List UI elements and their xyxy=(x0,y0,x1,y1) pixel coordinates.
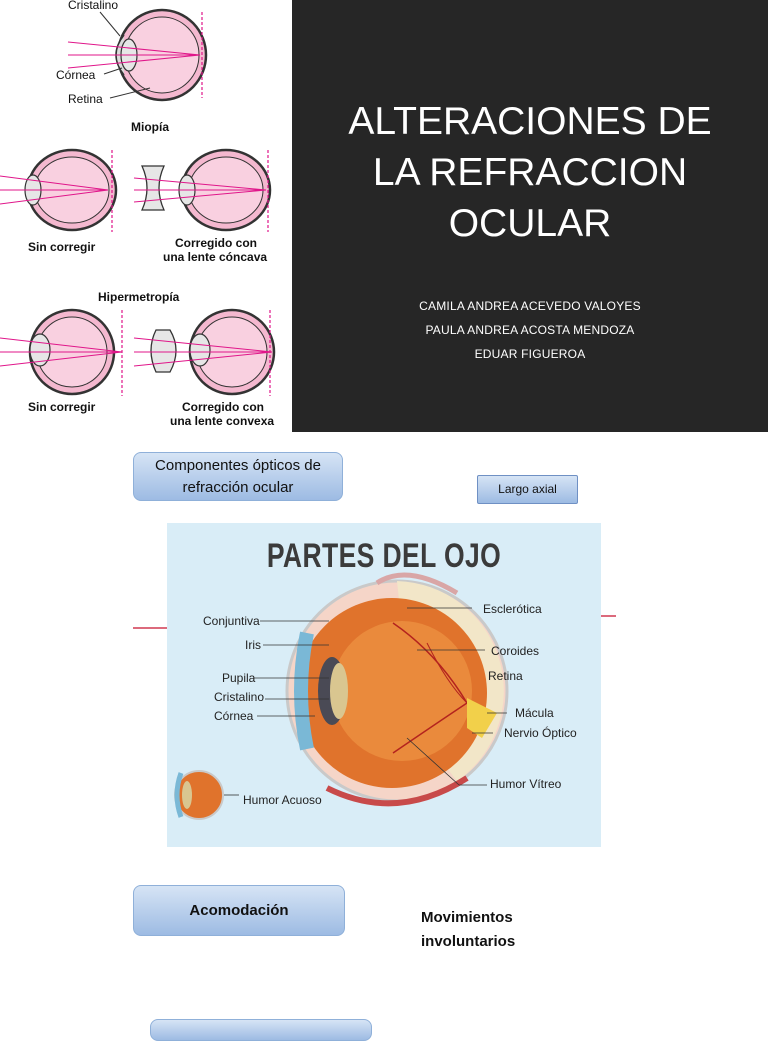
box-componentes-line: Componentes ópticos de xyxy=(155,457,321,474)
label-retina-eye: Retina xyxy=(488,669,523,683)
box-componentes-line: refracción ocular xyxy=(182,479,294,496)
label-corregido-convexa-2: una lente convexa xyxy=(170,414,275,428)
label-retina: Retina xyxy=(68,92,103,106)
box-partial-bottom xyxy=(150,1019,372,1041)
label-cristalino-eye: Cristalino xyxy=(214,690,265,704)
box-largo-axial: Largo axial xyxy=(477,475,578,504)
label-cornea: Córnea xyxy=(56,68,96,82)
box-acomodacion: Acomodación xyxy=(133,885,345,936)
title-slide: Cristalino Córnea Retina Miopía Sin corr… xyxy=(0,0,768,432)
movimientos-line: Movimientos xyxy=(421,909,513,926)
label-hipermetropia: Hipermetropía xyxy=(98,290,180,304)
eye-myopia-corrected xyxy=(133,148,272,232)
box-componentes-opticos: Componentes ópticos de refracción ocular xyxy=(133,452,343,501)
label-corregido-concava-1: Corregido con xyxy=(175,236,258,250)
label-nervio-optico: Nervio Óptico xyxy=(504,726,577,740)
label-miopia: Miopía xyxy=(131,120,169,134)
slide-title: ALTERACIONES DE LA REFRACCION OCULAR xyxy=(292,96,768,249)
slide-title-line: ALTERACIONES DE xyxy=(348,100,712,143)
eye-hyperopia-uncorrected xyxy=(0,308,123,396)
refraction-diagram: Cristalino Córnea Retina Miopía Sin corr… xyxy=(0,0,292,432)
author-name: EDUAR FIGUEROA xyxy=(474,347,586,361)
eye-figure-title: PARTES DEL OJO xyxy=(266,537,502,575)
eye-myopia xyxy=(67,8,208,102)
label-macula: Mácula xyxy=(515,706,554,720)
eye-small xyxy=(174,770,224,820)
author-list: CAMILA ANDREA ACEVEDO VALOYES PAULA ANDR… xyxy=(292,294,768,366)
label-corregido-convexa-1: Corregido con xyxy=(182,400,265,414)
label-sin-corregir-2: Sin corregir xyxy=(28,400,96,414)
eye-cross-section xyxy=(174,572,509,820)
label-pupila: Pupila xyxy=(222,671,256,685)
label-humor-vitreo: Humor Vítreo xyxy=(490,777,562,791)
eye-myopia-uncorrected xyxy=(0,148,118,232)
author-name: PAULA ANDREA ACOSTA MENDOZA xyxy=(425,323,635,337)
label-cornea-eye: Córnea xyxy=(214,709,254,723)
movimientos-line: involuntarios xyxy=(421,933,516,950)
label-humor-acuoso: Humor Acuoso xyxy=(243,793,322,807)
slide-title-line: OCULAR xyxy=(448,202,612,245)
refraction-diagram-drawing xyxy=(0,8,276,396)
title-panel: ALTERACIONES DE LA REFRACCION OCULAR CAM… xyxy=(292,0,768,432)
eye-hyperopia-corrected xyxy=(133,308,276,396)
label-iris: Iris xyxy=(245,638,261,652)
label-conjuntiva: Conjuntiva xyxy=(203,614,260,628)
label-cristalino: Cristalino xyxy=(68,0,119,12)
eye-main xyxy=(285,572,509,807)
label-coroides: Coroides xyxy=(491,644,540,658)
slide-title-line: LA REFRACCION xyxy=(372,151,688,194)
leader-lines xyxy=(224,607,507,796)
label-corregido-concava-2: una lente cóncava xyxy=(163,250,268,264)
movimientos-involuntarios: Movimientos involuntarios xyxy=(421,906,515,954)
label-esclerotica: Esclerótica xyxy=(483,602,542,616)
eye-parts-figure: PARTES DEL OJO xyxy=(167,523,601,847)
author-name: CAMILA ANDREA ACEVEDO VALOYES xyxy=(419,299,641,313)
label-sin-corregir-1: Sin corregir xyxy=(28,240,96,254)
